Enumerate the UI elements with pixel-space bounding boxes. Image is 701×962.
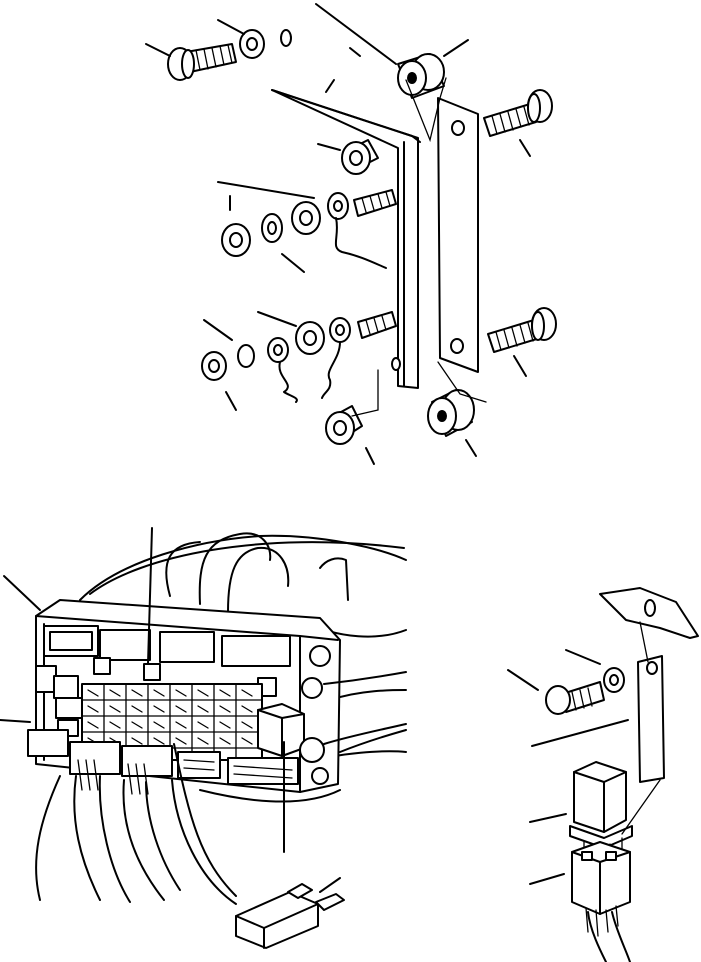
relay-bracket xyxy=(637,655,665,783)
lower-connectors xyxy=(69,741,299,785)
frame-section xyxy=(599,587,699,639)
cap-screw-right-top xyxy=(483,89,553,137)
relay-bracket-view xyxy=(507,587,699,962)
nut-lower xyxy=(325,369,379,445)
spacer-tube-top xyxy=(397,53,445,99)
stud-terminal-group-upper xyxy=(221,189,397,269)
wiring-harness-bottom xyxy=(35,759,341,905)
relay-wires xyxy=(587,911,631,962)
mounting-plate xyxy=(271,89,421,389)
spacer-tube-bottom xyxy=(427,389,475,437)
leader-lines-relay xyxy=(507,621,661,885)
cap-screw-top-left xyxy=(167,43,237,81)
leader-lines-top xyxy=(145,3,531,465)
nut-upper xyxy=(341,139,379,175)
washer-top xyxy=(239,29,292,59)
side-relays-left xyxy=(27,665,83,757)
box-mounting-bolts xyxy=(299,645,407,785)
relay-socket xyxy=(571,841,631,937)
spacer-bar xyxy=(437,97,479,373)
relay xyxy=(569,761,633,859)
bracket-bolt xyxy=(545,667,625,715)
relay-on-box xyxy=(257,703,305,757)
stud-terminal-group-lower xyxy=(201,311,401,403)
leader-lines-box xyxy=(0,527,341,897)
spare-fuse xyxy=(235,883,345,949)
top-connectors xyxy=(43,625,291,697)
cap-screw-right-bottom xyxy=(487,307,557,353)
fuse-and-relay-box-view xyxy=(0,527,407,949)
mounting-plate-exploded-view xyxy=(145,3,557,465)
